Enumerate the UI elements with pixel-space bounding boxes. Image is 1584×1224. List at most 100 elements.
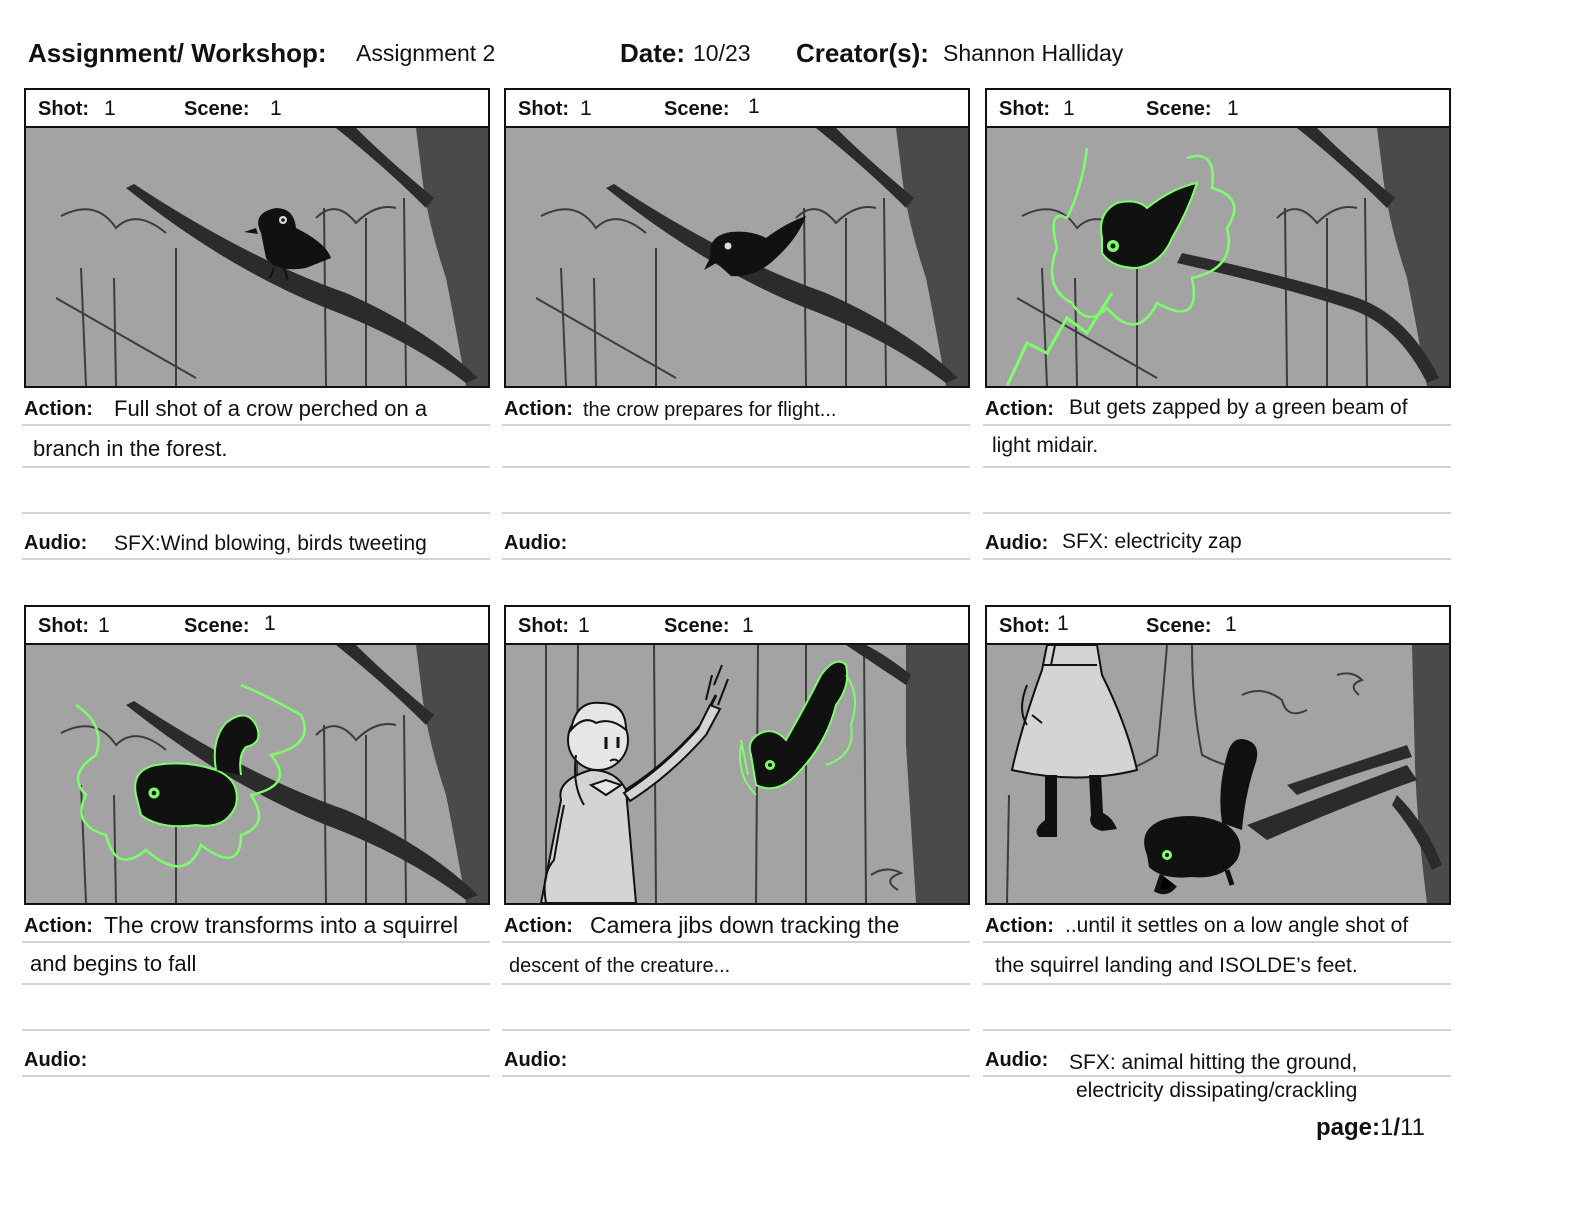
audio-label: Audio:: [24, 532, 88, 554]
page-total: 11: [1400, 1114, 1425, 1141]
action-label: Action:: [24, 398, 93, 420]
line-divider: [983, 1075, 1451, 1077]
action-text-line-2: the squirrel landing and ISOLDE’s feet.: [995, 954, 1358, 977]
panel-header: Shot: 1 Scene: 1: [504, 605, 970, 645]
line-divider: [502, 512, 970, 514]
scene-number: 1: [1225, 613, 1237, 636]
scene-number: 1: [1227, 97, 1239, 120]
shot-label: Shot:: [999, 615, 1051, 637]
sketch-squirrel-transform: [26, 645, 488, 903]
storyboard-panel-2: Shot: 1 Scene: 1 Action: the crow prepar…: [502, 88, 970, 580]
audio-text-line-2: electricity dissipating/crackling: [1076, 1079, 1358, 1102]
date-value: 10/23: [693, 40, 751, 66]
action-text-line-2: light midair.: [992, 434, 1099, 457]
line-divider: [983, 983, 1451, 985]
storyboard-panel-3: Shot: 1 Scene: 1 Action: But gets zapped…: [983, 88, 1451, 580]
line-divider: [983, 512, 1451, 514]
scene-label: Scene:: [1146, 98, 1212, 120]
shot-number: 1: [578, 614, 590, 637]
assignment-label: Assignment/ Workshop:: [28, 38, 327, 68]
storyboard-header: Assignment/ Workshop: Assignment 2 Date:…: [0, 38, 1584, 78]
audio-label: Audio:: [985, 1049, 1049, 1071]
panel-header: Shot: 1 Scene: 1: [985, 605, 1451, 645]
action-label: Action:: [985, 915, 1054, 937]
storyboard-panel-6: Shot: 1 Scene: 1 Ac: [983, 605, 1451, 1102]
line-divider: [22, 983, 490, 985]
scene-number: 1: [742, 614, 754, 637]
creator-value: Shannon Halliday: [943, 40, 1124, 66]
storyboard-panel-1: Shot: 1 Scene: 1 Action: Full shot of a …: [22, 88, 490, 580]
panel-frame: [504, 643, 970, 905]
panel-frame: [985, 126, 1451, 388]
scene-number: 1: [264, 612, 276, 635]
line-divider: [22, 424, 490, 426]
sketch-crow-zapped: [987, 128, 1449, 386]
audio-text-line-1: SFX:Wind blowing, birds tweeting: [114, 532, 427, 555]
line-divider: [22, 466, 490, 468]
scene-number: 1: [270, 97, 282, 120]
line-divider: [983, 941, 1451, 943]
scene-label: Scene:: [184, 98, 250, 120]
panel-frame: [24, 643, 490, 905]
shot-number: 1: [580, 97, 592, 120]
page-number: page:1/11: [1316, 1114, 1425, 1142]
audio-text-line-1: SFX: animal hitting the ground,: [1069, 1051, 1358, 1074]
storyboard-panel-4: Shot: 1 Scene: 1 Action: The crow transf…: [22, 605, 490, 1097]
shot-label: Shot:: [999, 98, 1051, 120]
line-divider: [22, 1029, 490, 1031]
action-text-line-1: Camera jibs down tracking the: [590, 912, 900, 938]
shot-number: 1: [1063, 97, 1075, 120]
action-label: Action:: [24, 915, 93, 937]
date-label: Date:: [620, 38, 686, 68]
audio-label: Audio:: [504, 1049, 568, 1071]
line-divider: [502, 1029, 970, 1031]
action-text-line-1: Full shot of a crow perched on a: [114, 396, 428, 421]
line-divider: [502, 558, 970, 560]
scene-number: 1: [748, 95, 760, 118]
line-divider: [983, 466, 1451, 468]
line-divider: [502, 466, 970, 468]
sketch-girl-squirrel-falling: [506, 645, 968, 903]
action-text-line-2: and begins to fall: [30, 951, 197, 976]
shot-label: Shot:: [38, 98, 90, 120]
shot-number: 1: [1057, 612, 1069, 635]
action-text-line-2: branch in the forest.: [33, 436, 228, 461]
panel-header: Shot: 1 Scene: 1: [504, 88, 970, 128]
action-text-line-1: The crow transforms into a squirrel: [104, 912, 459, 938]
audio-label: Audio:: [24, 1049, 88, 1071]
action-label: Action:: [985, 398, 1054, 420]
action-label: Action:: [504, 398, 573, 420]
action-text-line-2: descent of the creature...: [509, 955, 731, 977]
shot-number: 1: [104, 97, 116, 120]
panel-frame: [504, 126, 970, 388]
line-divider: [983, 1029, 1451, 1031]
line-divider: [22, 941, 490, 943]
shot-label: Shot:: [38, 615, 90, 637]
line-divider: [983, 558, 1451, 560]
shot-label: Shot:: [518, 615, 570, 637]
line-divider: [502, 1075, 970, 1077]
assignment-value: Assignment 2: [356, 40, 496, 66]
action-text-line-1: the crow prepares for flight...: [583, 399, 837, 421]
line-divider: [502, 941, 970, 943]
creator-label: Creator(s):: [796, 38, 929, 68]
line-divider: [983, 424, 1451, 426]
page-label: page:: [1316, 1114, 1381, 1141]
page-separator: /: [1393, 1114, 1401, 1141]
line-divider: [502, 424, 970, 426]
action-text-line-1: But gets zapped by a green beam of: [1069, 396, 1408, 419]
line-divider: [502, 983, 970, 985]
line-divider: [22, 512, 490, 514]
sketch-crow-perched: [26, 128, 488, 386]
line-divider: [22, 1075, 490, 1077]
scene-label: Scene:: [664, 98, 730, 120]
panel-frame: [985, 643, 1451, 905]
sketch-squirrel-landing: [987, 645, 1449, 903]
audio-label: Audio:: [504, 532, 568, 554]
panel-header: Shot: 1 Scene: 1: [24, 605, 490, 645]
storyboard-panel-5: Shot: 1 Scene: 1: [502, 605, 970, 1097]
scene-label: Scene:: [664, 615, 730, 637]
scene-label: Scene:: [1146, 615, 1212, 637]
action-text-line-1: ..until it settles on a low angle shot o…: [1065, 914, 1409, 937]
shot-number: 1: [98, 614, 110, 637]
